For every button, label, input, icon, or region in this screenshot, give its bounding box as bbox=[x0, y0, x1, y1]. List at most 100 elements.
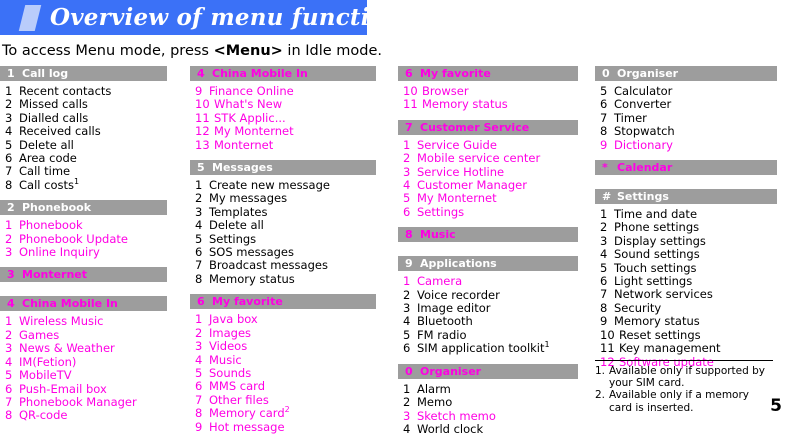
menu-item-number: 12 bbox=[195, 124, 210, 139]
menu-section-number: 4 bbox=[197, 67, 205, 80]
menu-section-header[interactable]: #Settings bbox=[595, 189, 777, 205]
menu-item-label: Finance Online bbox=[209, 84, 294, 98]
menu-item-number: 3 bbox=[403, 164, 411, 179]
menu-section-header[interactable]: *Calendar bbox=[595, 160, 777, 176]
menu-item-number: 2 bbox=[5, 231, 13, 246]
menu-item-number: 8 bbox=[195, 271, 203, 286]
menu-section-number: * bbox=[602, 161, 608, 175]
menu-item-label: News & Weather bbox=[19, 341, 115, 356]
